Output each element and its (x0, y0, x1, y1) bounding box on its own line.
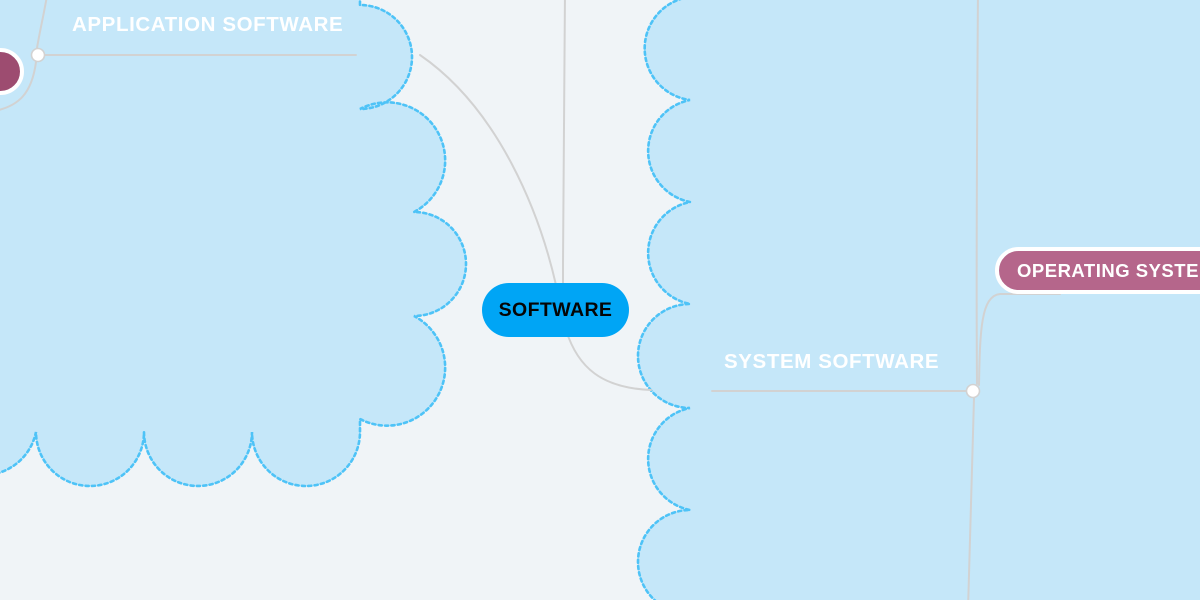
connector-dot-application-junction (30, 47, 46, 63)
cloud-right-edge-strip (1188, 0, 1200, 600)
node-software-central[interactable]: SOFTWARE (482, 283, 629, 337)
connector-software-to-application (419, 54, 557, 286)
connector-system-junction-up (975, 0, 979, 385)
branch-label-system-software[interactable]: SYSTEM SOFTWARE (724, 350, 940, 373)
connector-software-trunk-up (562, 0, 566, 287)
connector-application-junction-up (36, 0, 48, 49)
connector-system-to-operating-system (978, 293, 1061, 386)
node-operating-system[interactable]: OPERATING SYSTEM (995, 247, 1200, 294)
connector-system-junction-down (967, 397, 975, 600)
connector-software-to-system (565, 329, 652, 391)
connector-dot-system-junction (965, 383, 981, 399)
cloud-system-software (636, 0, 1200, 600)
connector-application-junction-down (0, 61, 37, 111)
cloud-application-software (0, 0, 468, 488)
branch-label-application-software[interactable]: APPLICATION SOFTWARE (72, 13, 344, 36)
